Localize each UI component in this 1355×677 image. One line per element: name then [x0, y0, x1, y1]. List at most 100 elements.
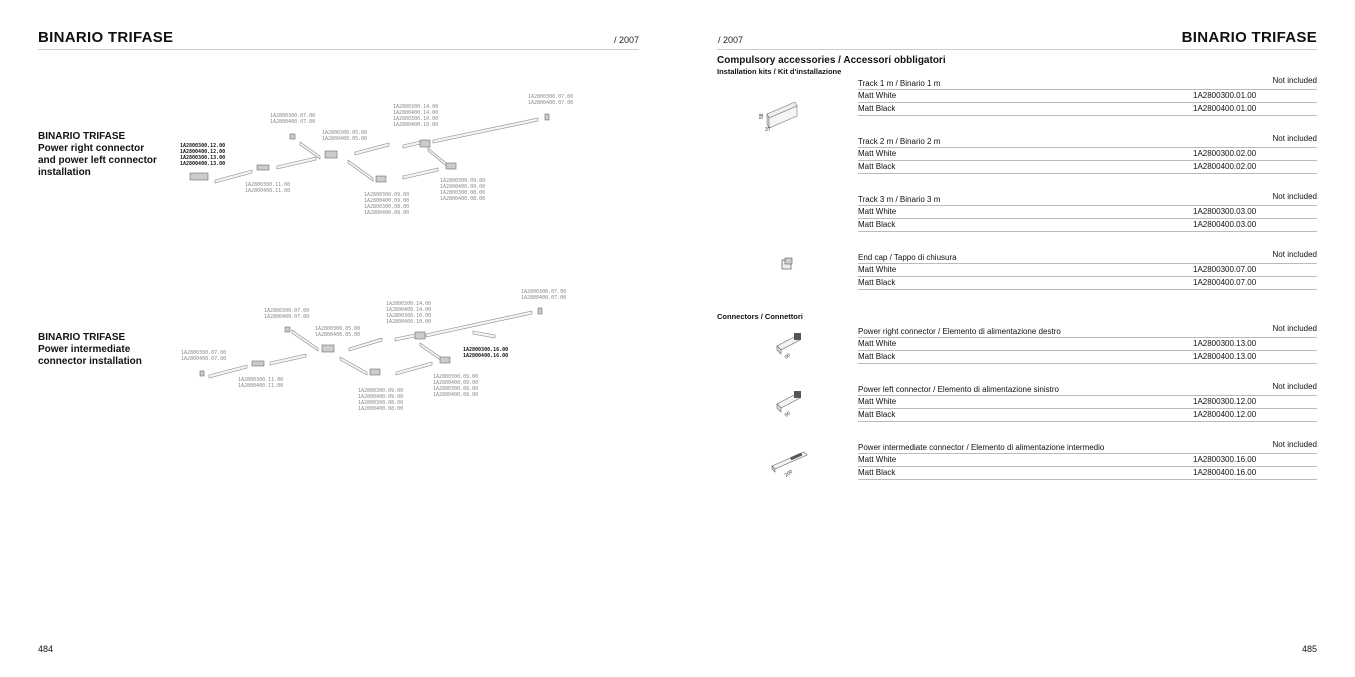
x-junction: [324, 150, 338, 159]
product-code: 1A2800400.13.00: [1193, 352, 1257, 361]
end-cap: [537, 307, 543, 315]
section-title: Compulsory accessories / Accessori obbli…: [717, 55, 946, 66]
left-header-rule: [38, 49, 639, 50]
product-name: End cap / Tappo di chiusura: [858, 253, 957, 262]
part-code: 1A2800300.11.00: [238, 377, 284, 383]
finish: Matt Black: [858, 468, 896, 477]
dim: 90: [784, 352, 792, 360]
not-included-note: Not included: [1272, 324, 1317, 333]
part-code: 1A2800300.08.00: [358, 400, 404, 406]
track-dim-width: 37: [765, 127, 771, 133]
not-included-note: Not included: [1272, 192, 1317, 201]
finish: Matt Black: [858, 104, 896, 113]
track-segment: [432, 117, 539, 144]
not-included-note: Not included: [1272, 76, 1317, 85]
track-segment: [348, 337, 383, 352]
part-code: 1A2800400.10.00: [393, 122, 439, 128]
part-code: 1A2800400.09.00: [364, 198, 410, 204]
heading-line: Power right connector: [38, 143, 145, 154]
t-junction: [414, 331, 426, 340]
finish: Matt White: [858, 455, 897, 464]
part-code: 1A2800400.11.00: [238, 383, 284, 389]
dim: 90: [784, 410, 792, 418]
heading-line: Power intermediate: [38, 344, 131, 355]
product-group: Power intermediate connector / Elemento …: [858, 440, 1317, 480]
product-code: 1A2800400.07.00: [1193, 278, 1257, 287]
track-segment: [214, 169, 253, 184]
part-code: 1A2800400.12.00: [180, 149, 226, 155]
track-product-icon: 58 37: [759, 101, 798, 133]
part-code: 1A2800300.12.00: [180, 143, 226, 149]
finish: Matt White: [858, 207, 897, 216]
diagram1-heading: BINARIO TRIFASE Power right connector an…: [38, 131, 157, 179]
product-name-row: Power right connector / Elemento di alim…: [858, 324, 1317, 338]
joint-connector: [251, 360, 265, 367]
joint-connector: [256, 164, 270, 171]
part-code: 1A2800300.14.00: [386, 301, 432, 307]
part-code: 1A2800300.07.00: [270, 113, 316, 119]
finish: Matt White: [858, 91, 897, 100]
track-segment: [395, 361, 433, 376]
product-code: 1A2800400.01.00: [1193, 104, 1257, 113]
track-segment: [347, 159, 374, 182]
end-cap: [544, 113, 550, 121]
not-included-note: Not included: [1272, 250, 1317, 259]
product-name: Power intermediate connector / Elemento …: [858, 443, 1105, 452]
part-code: 1A2800400.13.00: [180, 161, 226, 167]
part-code: 1A2800400.10.00: [386, 319, 432, 325]
part-code: 1A2800400.09.00: [433, 380, 479, 386]
product-name: Track 2 m / Binario 2 m: [858, 137, 941, 146]
power-left-connector-icon: 90: [776, 391, 801, 419]
part-code: 1A2800400.16.00: [463, 353, 509, 359]
part-code: 1A2800300.09.00: [433, 374, 479, 380]
track-segment: [299, 141, 321, 160]
part-code: 1A2800300.08.00: [440, 190, 486, 196]
part-code: 1A2800300.07.00: [264, 308, 310, 314]
product-group: Power right connector / Elemento di alim…: [858, 324, 1317, 364]
part-code: 1A2800400.05.00: [322, 136, 368, 142]
product-code: 1A2800300.16.00: [1193, 455, 1257, 464]
product-code: 1A2800400.02.00: [1193, 162, 1257, 171]
x-junction: [321, 344, 335, 353]
track-segment: [339, 356, 368, 376]
finish: Matt Black: [858, 220, 896, 229]
product-code: 1A2800300.12.00: [1193, 397, 1257, 406]
part-code: 1A2800300.14.00: [393, 104, 439, 110]
part-code: 1A2800300.09.00: [358, 388, 404, 394]
not-included-note: Not included: [1272, 382, 1317, 391]
product-code: 1A2800400.16.00: [1193, 468, 1257, 477]
part-code: 1A2800300.10.00: [393, 116, 439, 122]
power-intermediate-connector: [472, 330, 496, 339]
part-code: 1A2800400.07.00: [270, 119, 316, 125]
heading-line: BINARIO TRIFASE: [38, 131, 126, 142]
part-code: 1A2800300.05.00: [315, 326, 361, 332]
part-code: 1A2800400.11.00: [245, 188, 291, 194]
part-code: 1A2800400.08.00: [358, 406, 404, 412]
product-code: 1A2800300.02.00: [1193, 149, 1257, 158]
part-code: 1A2800400.07.00: [264, 314, 310, 320]
corner-connector: [439, 356, 451, 364]
end-cap: [289, 133, 296, 140]
track-segment: [402, 167, 439, 180]
part-code: 1A2800400.08.00: [433, 392, 479, 398]
